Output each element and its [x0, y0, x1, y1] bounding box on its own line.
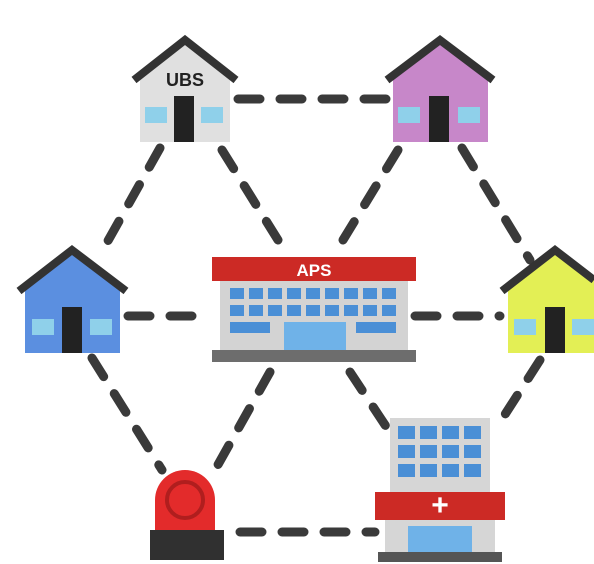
aps-building-icon: APS	[212, 257, 416, 362]
aps-banner	[212, 257, 416, 281]
blue-house-roof	[16, 244, 129, 295]
lime-house-window-left	[514, 319, 536, 335]
ubs-house-roof	[131, 34, 239, 84]
purple-house-icon	[384, 34, 496, 142]
ubs-house-icon: UBS	[131, 34, 239, 142]
aps-building-base	[212, 350, 416, 362]
ubs-house-window-right	[201, 107, 223, 123]
blue-house-gable	[25, 250, 120, 285]
siren-icon	[150, 470, 224, 560]
siren-base	[150, 530, 224, 560]
connector-ubs-aps	[217, 145, 283, 245]
aps-building-entrance	[284, 322, 346, 350]
lime-house-roof	[499, 244, 594, 295]
hospital-entrance	[408, 526, 472, 552]
blue-house-window-left	[32, 319, 54, 335]
blue-house-door	[62, 307, 82, 353]
connector-purple-lime	[457, 143, 535, 265]
connector-aps-siren	[210, 367, 275, 475]
aps-building-windows	[230, 288, 396, 333]
connector-ubs-blue	[95, 143, 165, 260]
hospital-cross-symbol: +	[431, 489, 449, 522]
connector-lime-hospital	[490, 355, 545, 435]
purple-house-door	[429, 96, 449, 142]
hospital-icon: +	[375, 418, 505, 562]
ubs-house-window-left	[145, 107, 167, 123]
ubs-house-door	[174, 96, 194, 142]
purple-house-window-left	[398, 107, 420, 123]
lime-house-window-right	[572, 319, 594, 335]
lime-house-gable	[508, 250, 594, 285]
hospital-base	[378, 552, 502, 562]
aps-label: APS	[297, 261, 332, 280]
hospital-banner	[375, 492, 505, 520]
purple-house-window-right	[458, 107, 480, 123]
purple-house-roof	[384, 34, 496, 84]
siren-light-ring	[165, 480, 205, 520]
hospital-windows	[398, 426, 481, 477]
connector-purple-aps	[338, 145, 403, 245]
purple-house-gable	[393, 40, 488, 74]
blue-house-window-right	[90, 319, 112, 335]
blue-house-icon	[16, 244, 129, 353]
lime-house-icon	[499, 244, 594, 353]
lime-house-door	[545, 307, 565, 353]
connector-aps-hospital	[345, 367, 400, 445]
connector-blue-siren	[87, 353, 167, 475]
ubs-label: UBS	[166, 70, 204, 90]
siren-light	[155, 470, 215, 530]
ubs-house-gable	[140, 40, 230, 74]
connector-lines	[87, 94, 545, 537]
